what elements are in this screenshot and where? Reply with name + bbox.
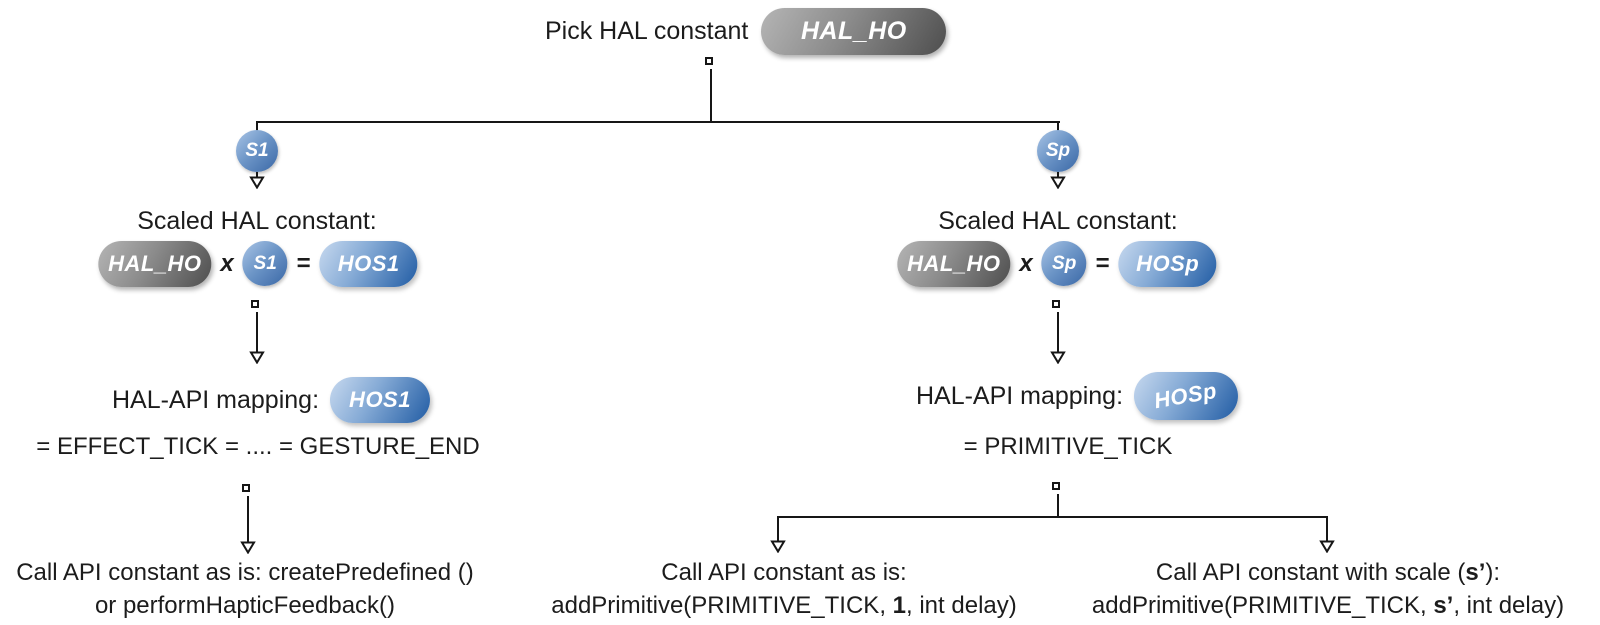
expression-row-left: HAL_HO x S1 = HOS1 [98, 240, 418, 287]
scale-circle-s1: S1 [242, 241, 288, 286]
arrowhead-down-icon [770, 540, 786, 553]
hal-constant-pill: HAL_HO [98, 240, 212, 287]
scale-token-bold: s’ [1465, 559, 1486, 586]
connector-line [1057, 312, 1059, 352]
connector-line [256, 172, 258, 178]
connector-line [1057, 494, 1059, 517]
call-api-left-line1: Call API constant as is: createPredefine… [16, 559, 474, 586]
connector-origin-square [1052, 300, 1060, 308]
mapping-label: HAL-API mapping: [915, 381, 1124, 410]
scaled-result-pill: HOSp [1118, 240, 1217, 287]
mapping-row-right: HAL-API mapping: HOSp [915, 372, 1239, 420]
scale-value-bold: 1 [892, 592, 907, 619]
connector-line [1326, 516, 1328, 541]
arrowhead-down-icon [249, 176, 265, 189]
root-node: Pick HAL constant HAL_HO [545, 5, 947, 57]
scale-token-bold: s’ [1433, 592, 1454, 619]
mapping-pill-hos1: HOS1 [330, 377, 431, 423]
text: ): [1485, 559, 1501, 586]
connector-line [247, 496, 249, 542]
root-label: Pick HAL constant [545, 16, 749, 45]
mapping-equation-left: = EFFECT_TICK = .... = GESTURE_END [36, 433, 480, 460]
arrowhead-down-icon [249, 351, 265, 364]
call-api-as-is: Call API constant as is: addPrimitive(PR… [514, 556, 1054, 622]
arrowhead-down-icon [240, 541, 256, 554]
branch-bar [777, 516, 1328, 518]
scale-node-sp: Sp [1037, 130, 1079, 172]
connector-line [256, 121, 258, 133]
hal-constant-pill: HAL_HO [761, 7, 947, 55]
connector-line [256, 312, 258, 352]
scaled-heading-left: Scaled HAL constant: [137, 207, 377, 235]
call-api-as-is-line2: addPrimitive(PRIMITIVE_TICK, 1, int dela… [514, 589, 1054, 622]
equals-sign: = [1095, 249, 1110, 277]
call-api-as-is-line1: Call API constant as is: [661, 559, 907, 586]
code-text: addPrimitive(PRIMITIVE_TICK, [1091, 592, 1434, 619]
mapping-equation-right: = PRIMITIVE_TICK [963, 433, 1173, 460]
scaled-result-pill: HOS1 [319, 240, 418, 287]
connector-origin-square [242, 484, 250, 492]
branch-bar [256, 121, 1060, 123]
mapping-row-left: HAL-API mapping: HOS1 [111, 377, 431, 423]
connector-line [710, 69, 712, 122]
text: Call API constant with scale ( [1155, 559, 1466, 586]
equals-sign: = [296, 249, 311, 277]
mapping-pill-text: HOSp [1152, 377, 1220, 414]
arrowhead-down-icon [1050, 351, 1066, 364]
mapping-label: HAL-API mapping: [111, 385, 320, 414]
call-api-with-scale-line2: addPrimitive(PRIMITIVE_TICK, s’, int del… [1048, 589, 1600, 622]
multiply-sign: x [1019, 249, 1033, 277]
scale-circle-sp: Sp [1041, 241, 1087, 286]
code-text: , int delay) [1453, 592, 1565, 619]
hal-constant-pill: HAL_HO [897, 240, 1011, 287]
connector-line [1057, 172, 1059, 178]
expression-row-right: HAL_HO x Sp = HOSp [897, 240, 1217, 287]
call-api-with-scale: Call API constant with scale (s’): addPr… [1048, 556, 1600, 622]
connector-origin-square [1052, 482, 1060, 490]
call-api-with-scale-line1: Call API constant with scale (s’): [1048, 556, 1600, 589]
scaled-heading-right: Scaled HAL constant: [938, 207, 1178, 235]
multiply-sign: x [220, 249, 234, 277]
connector-origin-square [705, 57, 713, 65]
call-api-left: Call API constant as is: createPredefine… [0, 556, 505, 622]
code-text: addPrimitive(PRIMITIVE_TICK, [551, 592, 893, 619]
connector-origin-square [251, 300, 259, 308]
arrowhead-down-icon [1050, 176, 1066, 189]
call-api-left-line2: or performHapticFeedback() [94, 592, 396, 619]
arrowhead-down-icon [1319, 540, 1335, 553]
code-text: , int delay) [906, 592, 1017, 619]
mapping-pill-hosp: HOSp [1134, 372, 1239, 420]
connector-line [777, 516, 779, 541]
scale-node-s1: S1 [236, 130, 278, 172]
connector-line [1057, 121, 1059, 133]
